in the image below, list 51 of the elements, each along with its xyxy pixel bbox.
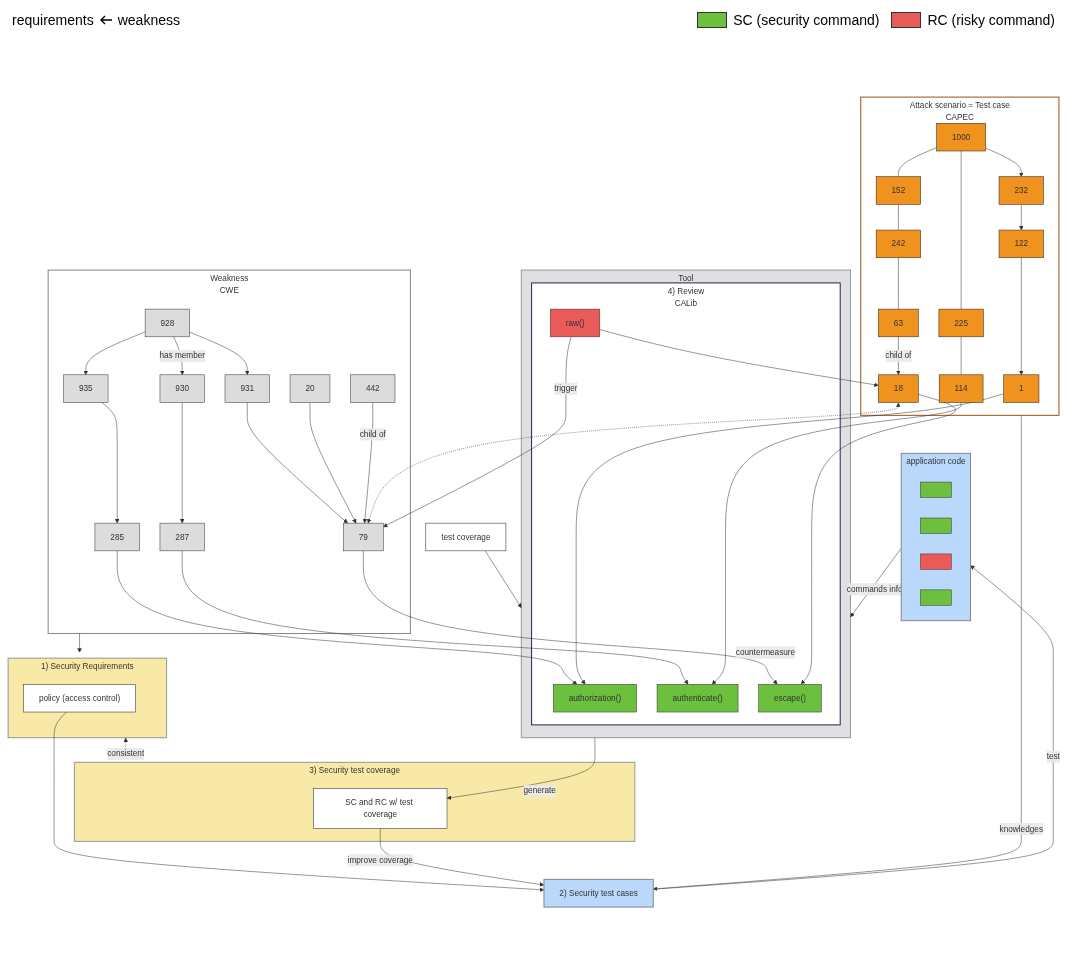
node-box: 1 (1002, 374, 1039, 404)
edge-label: test (1046, 752, 1060, 762)
node-box (919, 554, 952, 570)
node-box: 122 (998, 230, 1044, 259)
node-box: raw() (549, 309, 600, 338)
node-box: policy (access control) (22, 684, 136, 713)
edge-label: consistent (106, 749, 144, 759)
node-box: authorization() (552, 684, 637, 713)
edge-label: improve coverage (347, 856, 413, 865)
node-box: 928 (144, 309, 190, 338)
note-text: requirements (12, 12, 94, 28)
node-box (919, 518, 952, 535)
node-box: 79 (342, 523, 383, 552)
connector (960, 336, 961, 376)
node-box: 20 (289, 374, 330, 404)
node-box (919, 590, 952, 606)
node-box: 931 (224, 374, 270, 404)
node-box: escape() (757, 684, 822, 713)
node-box: SC and RC w/ test coverage (312, 788, 447, 830)
node-box: 63 (877, 309, 919, 338)
node-box: 18 (877, 374, 919, 404)
legend-label: RC (risky command) (927, 12, 1055, 28)
node-box: test coverage (425, 523, 506, 552)
node-box: 930 (159, 374, 205, 404)
node-box: 232 (998, 176, 1044, 206)
node-box: 2) Security test cases (542, 879, 654, 908)
connector (897, 147, 937, 178)
node-box: 1000 (935, 123, 986, 152)
node-box: 935 (62, 374, 108, 404)
node-box: 285 (94, 523, 140, 552)
edge-label: countermeasure (735, 648, 795, 657)
edge-label: generate (523, 786, 556, 796)
edge-label: child of (359, 430, 386, 439)
note-text: weakness (117, 12, 180, 28)
node-box: 242 (875, 230, 921, 259)
node-box: 287 (159, 523, 205, 552)
node-box: 114 (938, 374, 983, 404)
edge-label: child of (884, 351, 911, 361)
node-box: 442 (349, 374, 395, 404)
legend-label: SC (security command) (733, 12, 880, 28)
node-box (919, 482, 952, 499)
edge-label: trigger (553, 384, 578, 394)
cluster: application code (900, 453, 971, 622)
node-box: 152 (875, 176, 921, 206)
node-box: authenticate() (656, 684, 738, 713)
edge-label: commands info. (846, 585, 905, 594)
connector (897, 257, 899, 310)
edge-label: has member (158, 351, 205, 361)
node-box: 225 (938, 309, 984, 338)
edge-label: knowledges (999, 824, 1043, 834)
connector (897, 204, 899, 231)
